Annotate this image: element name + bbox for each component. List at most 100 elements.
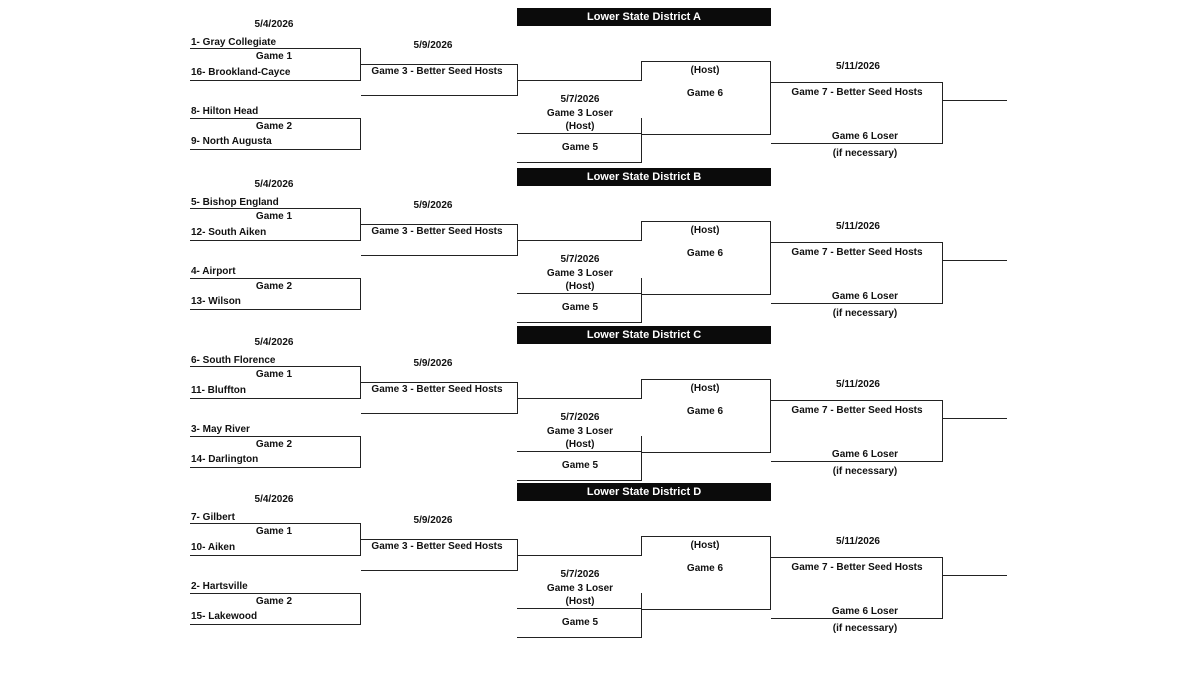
team-label: 6- South Florence	[191, 355, 276, 366]
game3-date: 5/9/2026	[413, 358, 453, 369]
game7-label: Game 7 - Better Seed Hosts	[791, 562, 923, 573]
round1-date: 5/4/2026	[254, 494, 294, 505]
bracket-line	[360, 593, 361, 625]
bracket-line	[517, 608, 642, 609]
if-necessary-label: (if necessary)	[832, 466, 898, 477]
game1-label: Game 1	[255, 211, 293, 222]
bracket-line	[361, 570, 518, 571]
bracket-line	[771, 400, 943, 401]
game5-date: 5/7/2026	[560, 412, 600, 423]
game7-label: Game 7 - Better Seed Hosts	[791, 405, 923, 416]
bracket-line	[943, 260, 1007, 261]
bracket-line	[641, 221, 771, 222]
round1-date: 5/4/2026	[254, 179, 294, 190]
bracket-line	[190, 149, 361, 150]
game5-label: Game 5	[561, 142, 599, 153]
bracket-line	[641, 118, 642, 163]
bracket-line	[641, 294, 771, 295]
team-label: 2- Hartsville	[191, 581, 248, 592]
bracket-line	[190, 467, 361, 468]
bracket-line	[361, 413, 518, 414]
game5-date: 5/7/2026	[560, 254, 600, 265]
game7-date: 5/11/2026	[836, 536, 880, 547]
bracket-line	[190, 398, 361, 399]
game7-label: Game 7 - Better Seed Hosts	[791, 87, 923, 98]
game3-date: 5/9/2026	[413, 40, 453, 51]
bracket-line	[517, 133, 642, 134]
bracket-line	[641, 134, 771, 135]
host-label: (Host)	[565, 439, 595, 450]
bracket-line	[190, 593, 361, 594]
team-label: 4- Airport	[191, 266, 236, 277]
game6-host-label: (Host)	[690, 225, 720, 236]
bracket-line	[360, 48, 361, 81]
district-b: Lower State District B 5/4/2026 5- Bishop …	[0, 160, 1199, 323]
bracket-line	[361, 255, 518, 256]
bracket-line	[190, 240, 361, 241]
bracket-line	[360, 366, 361, 399]
game3-loser-label: Game 3 Loser	[546, 268, 614, 279]
bracket-line	[190, 523, 361, 524]
bracket-line	[943, 100, 1007, 101]
game3-label: Game 3 - Better Seed Hosts	[371, 541, 503, 552]
team-label: 11- Bluffton	[191, 385, 246, 396]
bracket-line	[190, 366, 361, 367]
bracket-line	[770, 221, 771, 295]
team-label: 5- Bishop England	[191, 197, 279, 208]
team-label: 1- Gray Collegiate	[191, 37, 277, 48]
bracket-line	[360, 118, 361, 150]
game7-date: 5/11/2026	[836, 61, 880, 72]
team-label: 3- May River	[191, 424, 250, 435]
if-necessary-label: (if necessary)	[832, 623, 898, 634]
bracket-line	[517, 480, 642, 481]
team-label: 10- Aiken	[191, 542, 236, 553]
district-title-banner: Lower State District C	[517, 326, 771, 344]
team-label: 14- Darlington	[191, 454, 259, 465]
bracket-line	[641, 278, 642, 323]
bracket-line	[641, 609, 771, 610]
bracket-line	[517, 451, 642, 452]
game6-label: Game 6	[686, 406, 724, 417]
game5-label: Game 5	[561, 302, 599, 313]
district-c: Lower State District C 5/4/2026 6- South F…	[0, 318, 1199, 481]
game6-loser-label: Game 6 Loser	[831, 449, 899, 460]
bracket-line	[361, 382, 518, 383]
game6-label: Game 6	[686, 248, 724, 259]
game7-date: 5/11/2026	[836, 221, 880, 232]
round1-date: 5/4/2026	[254, 19, 294, 30]
game3-label: Game 3 - Better Seed Hosts	[371, 66, 503, 77]
game6-host-label: (Host)	[690, 65, 720, 76]
game6-label: Game 6	[686, 563, 724, 574]
bracket-line	[641, 536, 771, 537]
bracket-line	[517, 162, 642, 163]
bracket-line	[641, 436, 642, 481]
bracket-line	[190, 48, 361, 49]
game6-loser-label: Game 6 Loser	[831, 131, 899, 142]
bracket-line	[360, 436, 361, 468]
host-label: (Host)	[565, 281, 595, 292]
round1-date: 5/4/2026	[254, 337, 294, 348]
game3-loser-label: Game 3 Loser	[546, 583, 614, 594]
game1-label: Game 1	[255, 51, 293, 62]
bracket-line	[190, 208, 361, 209]
bracket-line	[771, 303, 943, 304]
if-necessary-label: (if necessary)	[832, 148, 898, 159]
bracket-line	[517, 64, 518, 96]
game2-label: Game 2	[255, 439, 293, 450]
district-title-banner: Lower State District B	[517, 168, 771, 186]
game3-label: Game 3 - Better Seed Hosts	[371, 384, 503, 395]
bracket-line	[771, 618, 943, 619]
bracket-line	[641, 379, 771, 380]
bracket-line	[641, 593, 642, 638]
bracket-line	[190, 278, 361, 279]
bracket-line	[641, 61, 642, 81]
bracket-line	[361, 64, 518, 65]
bracket-line	[190, 80, 361, 81]
bracket-line	[771, 461, 943, 462]
bracket-line	[361, 539, 518, 540]
game6-host-label: (Host)	[690, 383, 720, 394]
bracket-line	[641, 379, 642, 399]
game1-label: Game 1	[255, 526, 293, 537]
